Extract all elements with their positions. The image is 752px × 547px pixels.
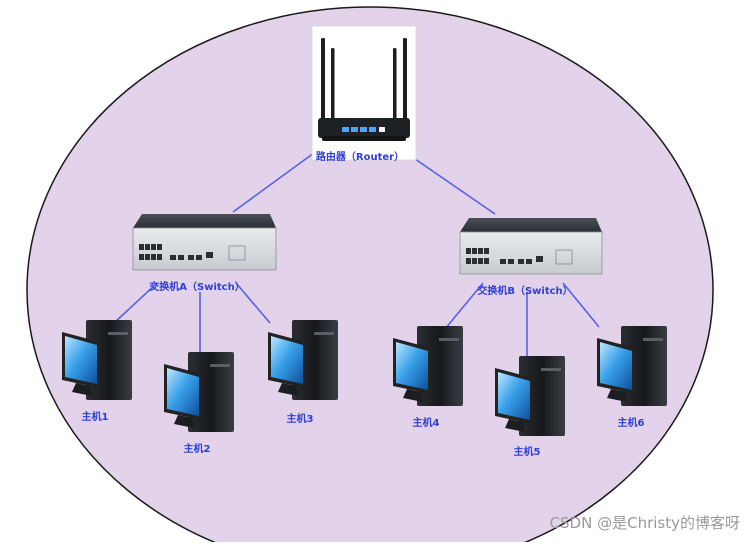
host-1-label: 主机1 xyxy=(81,412,109,423)
watermark-text: CSDN @是Christy的博客呀 xyxy=(549,514,740,532)
host-4-icon xyxy=(393,326,463,406)
links xyxy=(113,149,600,357)
host-5-label: 主机5 xyxy=(513,447,541,458)
switch-b-icon xyxy=(459,218,603,275)
host-4-label: 主机4 xyxy=(412,418,440,429)
router-label: 路由器（Router） xyxy=(315,152,405,163)
link-router-switch-a xyxy=(232,149,319,213)
host-6-icon xyxy=(597,326,667,406)
link-switch-a-host-1 xyxy=(113,282,158,324)
host-3-icon xyxy=(268,320,338,400)
switch-a-label: 交换机A（Switch） xyxy=(149,282,245,293)
host-1-icon xyxy=(62,320,132,400)
link-switch-a-host-3 xyxy=(235,282,271,324)
router-icon xyxy=(311,25,417,161)
switch-b-label: 交换机B（Switch） xyxy=(477,286,573,297)
link-switch-b-host-4 xyxy=(444,282,484,330)
host-6-label: 主机6 xyxy=(617,418,645,429)
link-router-switch-b xyxy=(401,149,496,215)
host-2-label: 主机2 xyxy=(183,444,211,455)
switch-a-icon xyxy=(132,214,277,271)
host-2-icon xyxy=(164,352,234,432)
host-5-icon xyxy=(495,356,565,436)
link-switch-b-host-6 xyxy=(562,282,600,328)
host-3-label: 主机3 xyxy=(286,414,314,425)
